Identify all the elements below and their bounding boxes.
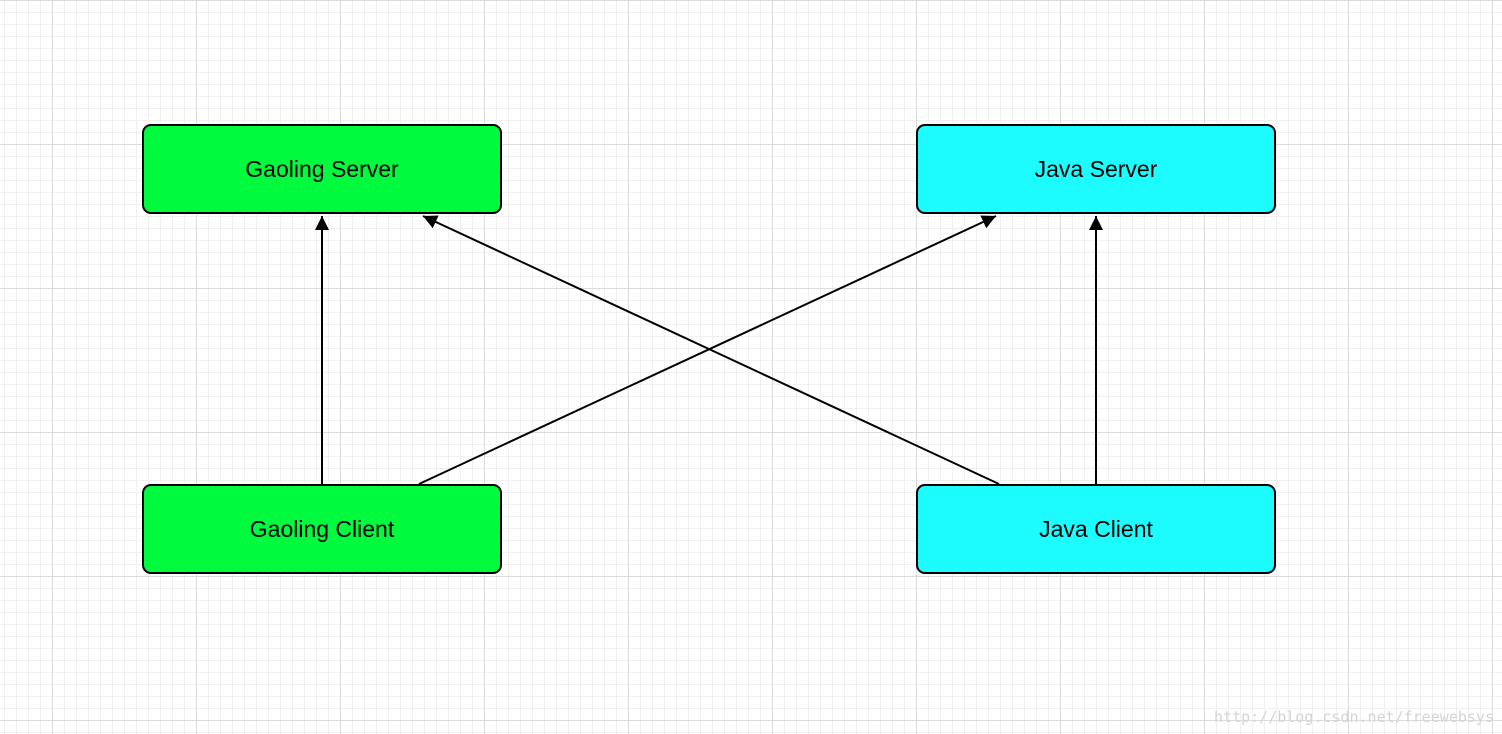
- edge-gaoling-client-to-java-server: [418, 215, 997, 485]
- gaoling-client-node[interactable]: Gaoling Client: [142, 484, 502, 574]
- java-server-node[interactable]: Java Server: [916, 124, 1276, 214]
- edge-java-client-to-gaoling-server: [422, 215, 1000, 485]
- java-client-label: Java Client: [1039, 515, 1153, 542]
- watermark: http://blog.csdn.net/freewebsys: [1214, 708, 1494, 726]
- gaoling-server-node[interactable]: Gaoling Server: [142, 124, 502, 214]
- gaoling-server-label: Gaoling Server: [245, 155, 399, 182]
- gaoling-client-label: Gaoling Client: [249, 515, 395, 542]
- java-server-label: Java Server: [1034, 155, 1158, 182]
- java-client-node[interactable]: Java Client: [916, 484, 1276, 574]
